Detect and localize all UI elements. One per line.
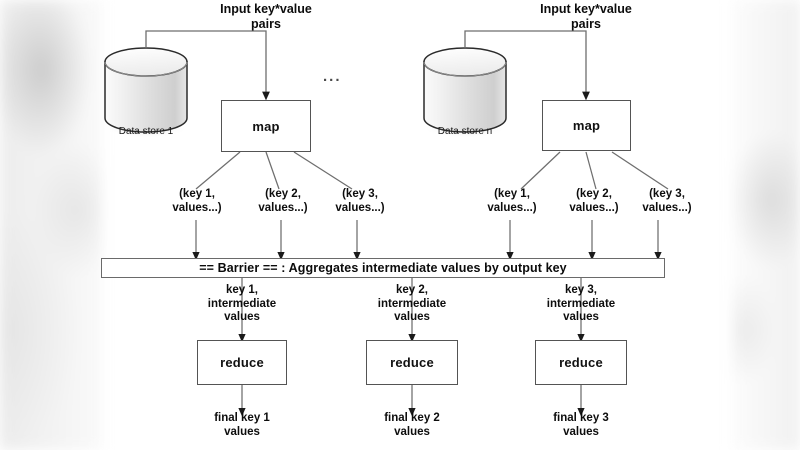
intermediate-pair-right-1: (key 1, values...) <box>487 188 537 214</box>
shuffle-label-3: key 3, intermediate values <box>546 284 616 324</box>
final-output-3: final key 3 values <box>553 412 609 438</box>
final-output-2: final key 2 values <box>384 412 440 438</box>
map1-fanout <box>195 151 353 190</box>
barrier-to-reduce-arrows <box>238 277 585 343</box>
final-output-1: final key 1 values <box>214 412 270 438</box>
input-connector-right <box>464 30 590 101</box>
shuffle-label-2: key 2, intermediate values <box>377 284 447 324</box>
barrier-bar: == Barrier == : Aggregates intermediate … <box>101 258 665 278</box>
intermediate-pair-left-1: (key 1, values...) <box>172 188 222 214</box>
data-store-1-cylinder <box>104 47 188 138</box>
intermediate-pair-right-3: (key 3, values...) <box>642 188 692 214</box>
intermediate-pair-right-2: (key 2, values...) <box>569 188 619 214</box>
shuffle-label-1: key 1, intermediate values <box>207 284 277 324</box>
data-store-n-cylinder <box>423 47 507 138</box>
input-label-right: Input key*value pairs <box>540 2 632 31</box>
map-box-2[interactable]: map <box>542 100 631 151</box>
data-store-1-label: Data store 1 <box>118 126 174 137</box>
left-intermediate-arrows <box>192 220 361 261</box>
reduce-box-2[interactable]: reduce <box>366 340 458 385</box>
ellipsis-separator: ... <box>323 68 342 85</box>
reduce-box-3[interactable]: reduce <box>535 340 627 385</box>
reduce-to-output-arrows <box>238 385 585 417</box>
data-store-n-label: Data store n <box>437 126 493 137</box>
map2-fanout <box>520 151 669 190</box>
reduce-box-1[interactable]: reduce <box>197 340 287 385</box>
input-label-left: Input key*value pairs <box>220 2 312 31</box>
intermediate-pair-left-2: (key 2, values...) <box>258 188 308 214</box>
map-box-1[interactable]: map <box>221 100 311 152</box>
right-intermediate-arrows <box>506 220 662 261</box>
intermediate-pair-left-3: (key 3, values...) <box>335 188 385 214</box>
input-connector-left <box>145 30 270 101</box>
